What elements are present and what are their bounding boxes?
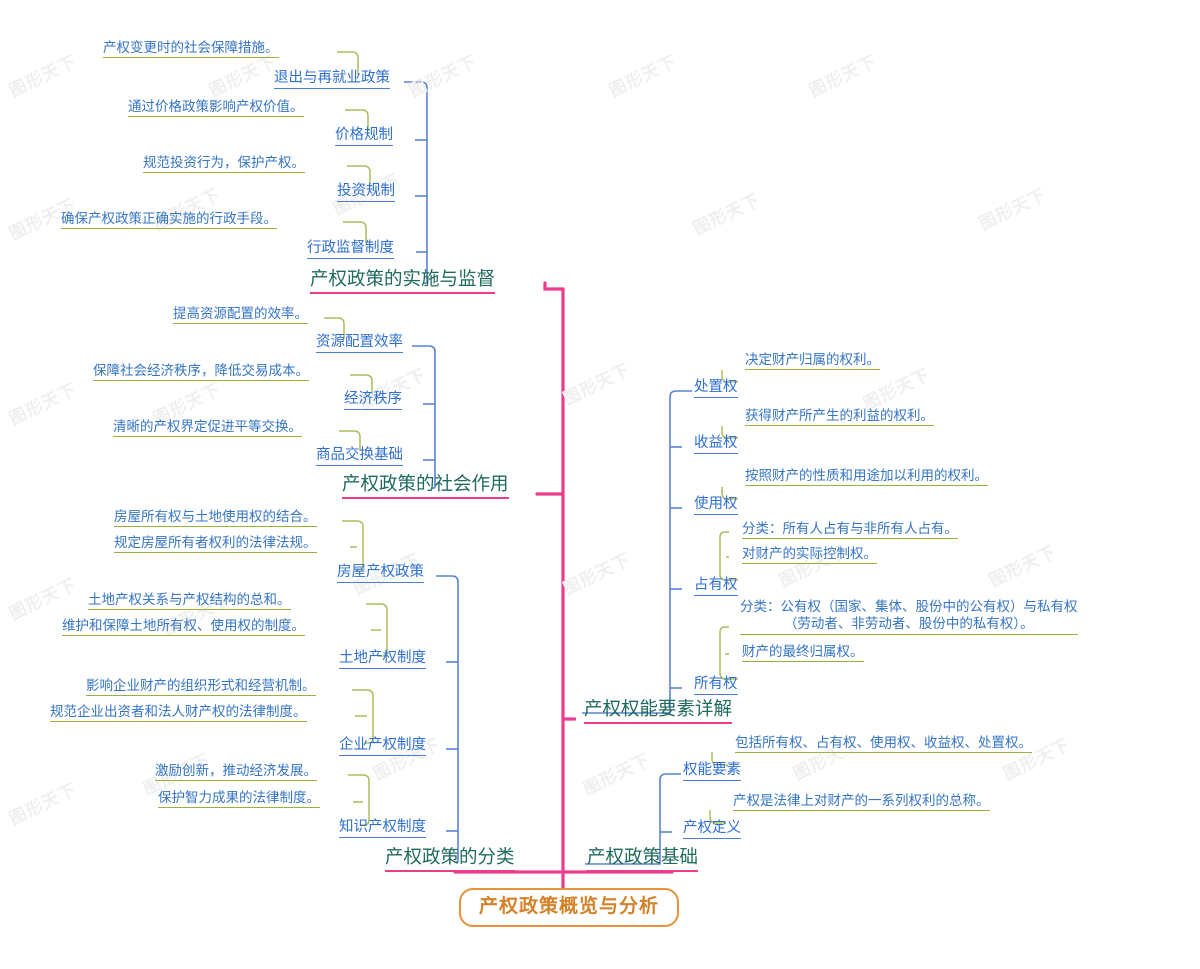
watermark: 图形天下 bbox=[606, 51, 680, 101]
branch-label-rights-elements[interactable]: 产权权能要素详解 bbox=[584, 698, 733, 724]
links-branch-classification bbox=[436, 575, 459, 863]
node-resource-allocation[interactable]: 资源配置效率 bbox=[316, 334, 403, 354]
node-ownership-right[interactable]: 所有权 bbox=[694, 676, 738, 696]
watermark: 图形天下 bbox=[406, 51, 480, 101]
links-branch-implementation bbox=[404, 81, 428, 284]
root-node[interactable]: 产权政策概览与分析 bbox=[459, 888, 680, 928]
leaf-node[interactable]: 规范企业出资者和法人财产权的法律制度。 bbox=[50, 704, 307, 722]
watermark: 图形天下 bbox=[6, 379, 80, 429]
leaf-node[interactable]: 获得财产所产生的利益的权利。 bbox=[745, 408, 934, 426]
leaf-node[interactable]: 决定财产归属的权利。 bbox=[745, 352, 880, 370]
links-branch-rights-elements bbox=[582, 390, 692, 714]
watermark: 图形天下 bbox=[6, 779, 80, 829]
watermark: 图形天下 bbox=[806, 51, 880, 101]
node-property-rights-definition[interactable]: 产权定义 bbox=[683, 820, 741, 840]
leaf-node[interactable]: 房屋所有权与土地使用权的结合。 bbox=[114, 509, 317, 527]
leaf-node[interactable]: 分类：公有权（国家、集体、股份中的公有权）与私有权 （劳动者、非劳动者、股份中的… bbox=[740, 598, 1078, 635]
leaf-node[interactable]: 激励创新，推动经济发展。 bbox=[155, 763, 317, 781]
node-land-property-system[interactable]: 土地产权制度 bbox=[339, 650, 426, 670]
leaf-node[interactable]: 规范投资行为，保护产权。 bbox=[143, 155, 305, 173]
node-intellectual-property-system[interactable]: 知识产权制度 bbox=[339, 819, 426, 839]
node-housing-property-policy[interactable]: 房屋产权政策 bbox=[337, 564, 424, 584]
spine-level1-joints bbox=[548, 287, 576, 721]
branch-label-implementation[interactable]: 产权政策的实施与监督 bbox=[310, 268, 496, 294]
node-investment-regulation[interactable]: 投资规制 bbox=[337, 183, 395, 203]
watermark: 图形天下 bbox=[6, 574, 80, 624]
leaf-node[interactable]: 维护和保障土地所有权、使用权的制度。 bbox=[62, 618, 305, 636]
leaf-node[interactable]: 对财产的实际控制权。 bbox=[742, 546, 877, 564]
leaf-node[interactable]: 提高资源配置的效率。 bbox=[173, 306, 308, 324]
watermark: 图形天下 bbox=[580, 749, 654, 799]
leaf-node[interactable]: 产权是法律上对财产的一系列权利的总称。 bbox=[733, 793, 990, 811]
leaf-node[interactable]: 规定房屋所有者权利的法律法规。 bbox=[114, 535, 317, 553]
node-enterprise-property-system[interactable]: 企业产权制度 bbox=[339, 737, 426, 757]
branch-label-social-role[interactable]: 产权政策的社会作用 bbox=[342, 473, 509, 499]
leaf-node[interactable]: 清晰的产权界定促进平等交换。 bbox=[113, 419, 302, 437]
node-economic-order[interactable]: 经济秩序 bbox=[344, 391, 402, 411]
leaf-node[interactable]: 确保产权政策正确实施的行政手段。 bbox=[61, 211, 277, 229]
branch-label-classification[interactable]: 产权政策的分类 bbox=[385, 846, 515, 872]
watermark: 图形天下 bbox=[6, 51, 80, 101]
watermark: 图形天下 bbox=[560, 359, 634, 409]
leaf-node[interactable]: 产权变更时的社会保障措施。 bbox=[103, 40, 279, 58]
node-price-regulation[interactable]: 价格规制 bbox=[335, 127, 393, 147]
leaf-node[interactable]: 土地产权关系与产权结构的总和。 bbox=[88, 592, 291, 610]
leaf-node[interactable]: 财产的最终归属权。 bbox=[742, 644, 864, 662]
spine-primary bbox=[453, 287, 674, 903]
leaf-links-rights-elements bbox=[719, 370, 738, 680]
watermark: 图形天下 bbox=[986, 541, 1060, 591]
node-administrative-supervision[interactable]: 行政监督制度 bbox=[307, 240, 394, 260]
node-exit-reemployment-policy[interactable]: 退出与再就业政策 bbox=[274, 70, 390, 90]
leaf-node[interactable]: 影响企业财产的组织形式和经营机制。 bbox=[86, 678, 316, 696]
watermark: 图形天下 bbox=[560, 549, 634, 599]
node-possession-right[interactable]: 占有权 bbox=[694, 577, 738, 597]
node-rights-elements[interactable]: 权能要素 bbox=[683, 762, 741, 782]
node-use-right[interactable]: 使用权 bbox=[694, 496, 738, 516]
node-commodity-exchange-basis[interactable]: 商品交换基础 bbox=[316, 447, 403, 467]
leaf-node[interactable]: 分类：所有人占有与非所有人占有。 bbox=[742, 521, 958, 539]
node-disposal-right[interactable]: 处置权 bbox=[694, 379, 738, 399]
watermark: 图形天下 bbox=[690, 189, 764, 239]
leaf-node[interactable]: 保障社会经济秩序，降低交易成本。 bbox=[93, 363, 309, 381]
leaf-node[interactable]: 通过价格政策影响产权价值。 bbox=[128, 99, 304, 117]
leaf-node[interactable]: 按照财产的性质和用途加以利用的权利。 bbox=[745, 468, 988, 486]
leaf-node[interactable]: 保护智力成果的法律制度。 bbox=[158, 790, 320, 808]
leaf-node[interactable]: 包括所有权、占有权、使用权、收益权、处置权。 bbox=[735, 735, 1032, 753]
branch-label-foundation[interactable]: 产权政策基础 bbox=[587, 846, 699, 872]
watermark: 图形天下 bbox=[976, 184, 1050, 234]
node-income-right[interactable]: 收益权 bbox=[694, 435, 738, 455]
